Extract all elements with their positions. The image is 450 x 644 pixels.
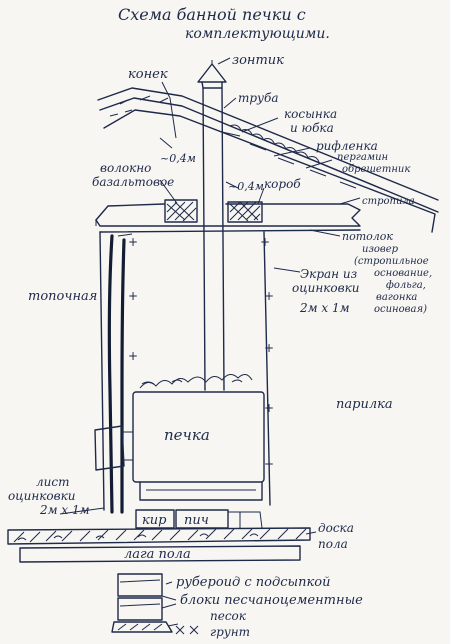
label-screen-1: Экран из: [300, 267, 357, 281]
label-screen-3: 2м х 1м: [299, 301, 350, 315]
label-ridge: конек: [128, 67, 168, 82]
stove-stones: [139, 374, 253, 389]
svg-text:+: +: [264, 289, 274, 303]
label-kerchief-2: и юбка: [290, 121, 334, 135]
label-steam-room: парилка: [336, 397, 393, 412]
label-ground: грунт: [210, 625, 250, 639]
svg-text:+: +: [264, 401, 274, 415]
title-line1: Схема банной печки с: [118, 5, 306, 24]
label-ceiling-7: осиновая): [374, 304, 427, 315]
svg-text:+: +: [260, 235, 270, 249]
leader-lines: [59, 57, 361, 627]
label-box: короб: [264, 177, 301, 191]
label-corrugated: рифленка: [316, 139, 378, 153]
floor-joist: [19, 545, 301, 563]
label-ceiling-4: основание,: [374, 268, 432, 279]
label-fiber-2: базальтовое: [92, 175, 174, 189]
title-line2: комплектующими.: [185, 26, 330, 42]
label-fiber-1: волокно: [100, 161, 151, 175]
label-ceiling-3: (стропильное: [354, 256, 429, 267]
label-ceiling-2: изовер: [362, 244, 399, 255]
label-floor-board-1: доска: [318, 521, 354, 535]
svg-text:+: +: [264, 341, 274, 355]
chimney-umbrella: [197, 60, 227, 89]
label-gap-2: ~0,4м: [228, 180, 264, 193]
ceiling-slab: [95, 203, 361, 233]
label-firing-room: топочная: [28, 289, 97, 304]
svg-text:+: +: [128, 289, 138, 303]
label-ceiling-6: вагонка: [376, 292, 417, 303]
foundation-blocks: [111, 573, 173, 633]
label-pipe: труба: [238, 91, 279, 105]
label-ceiling-5: фольга,: [386, 280, 426, 291]
label-ceiling-1: потолок: [342, 230, 393, 243]
label-ruberoid: рубероид с подсыпкой: [176, 575, 330, 590]
stove: [94, 391, 265, 501]
label-umbrella: зонтик: [232, 53, 284, 68]
label-sand: песок: [210, 609, 247, 623]
label-brick-2: пич: [184, 513, 209, 528]
floor-board: [7, 527, 311, 545]
chimney-pipe: [202, 87, 225, 391]
label-floor-joist: лага пола: [124, 547, 191, 562]
walls: [99, 231, 271, 514]
ground-hatch: [175, 625, 199, 635]
label-sheet-1: лист: [36, 475, 69, 489]
label-floor-board-2: пола: [318, 537, 348, 551]
label-blocks: блоки песчаноцементные: [180, 593, 363, 608]
label-sheet-2: оцинковки: [8, 489, 76, 503]
label-pergamin-1: пергамин: [337, 152, 388, 163]
label-sheet-3: 2м х 1м: [39, 503, 90, 517]
svg-text:+: +: [128, 349, 138, 363]
svg-text:+: +: [128, 235, 138, 249]
label-pergamin-2: обрешетник: [342, 164, 410, 175]
svg-text:+: +: [264, 457, 274, 471]
label-gap-1: ~0,4м: [160, 152, 196, 165]
basalt-fiber-blocks: [164, 199, 263, 223]
label-rafters: стропила: [362, 196, 415, 207]
label-brick-1: кир: [142, 513, 167, 528]
label-stove: печка: [164, 426, 210, 444]
screen-rivets: + + + + + + + +: [128, 235, 274, 471]
label-kerchief-1: косынка: [284, 107, 337, 121]
brick-base: [135, 509, 263, 529]
label-screen-2: оцинковки: [292, 281, 360, 295]
